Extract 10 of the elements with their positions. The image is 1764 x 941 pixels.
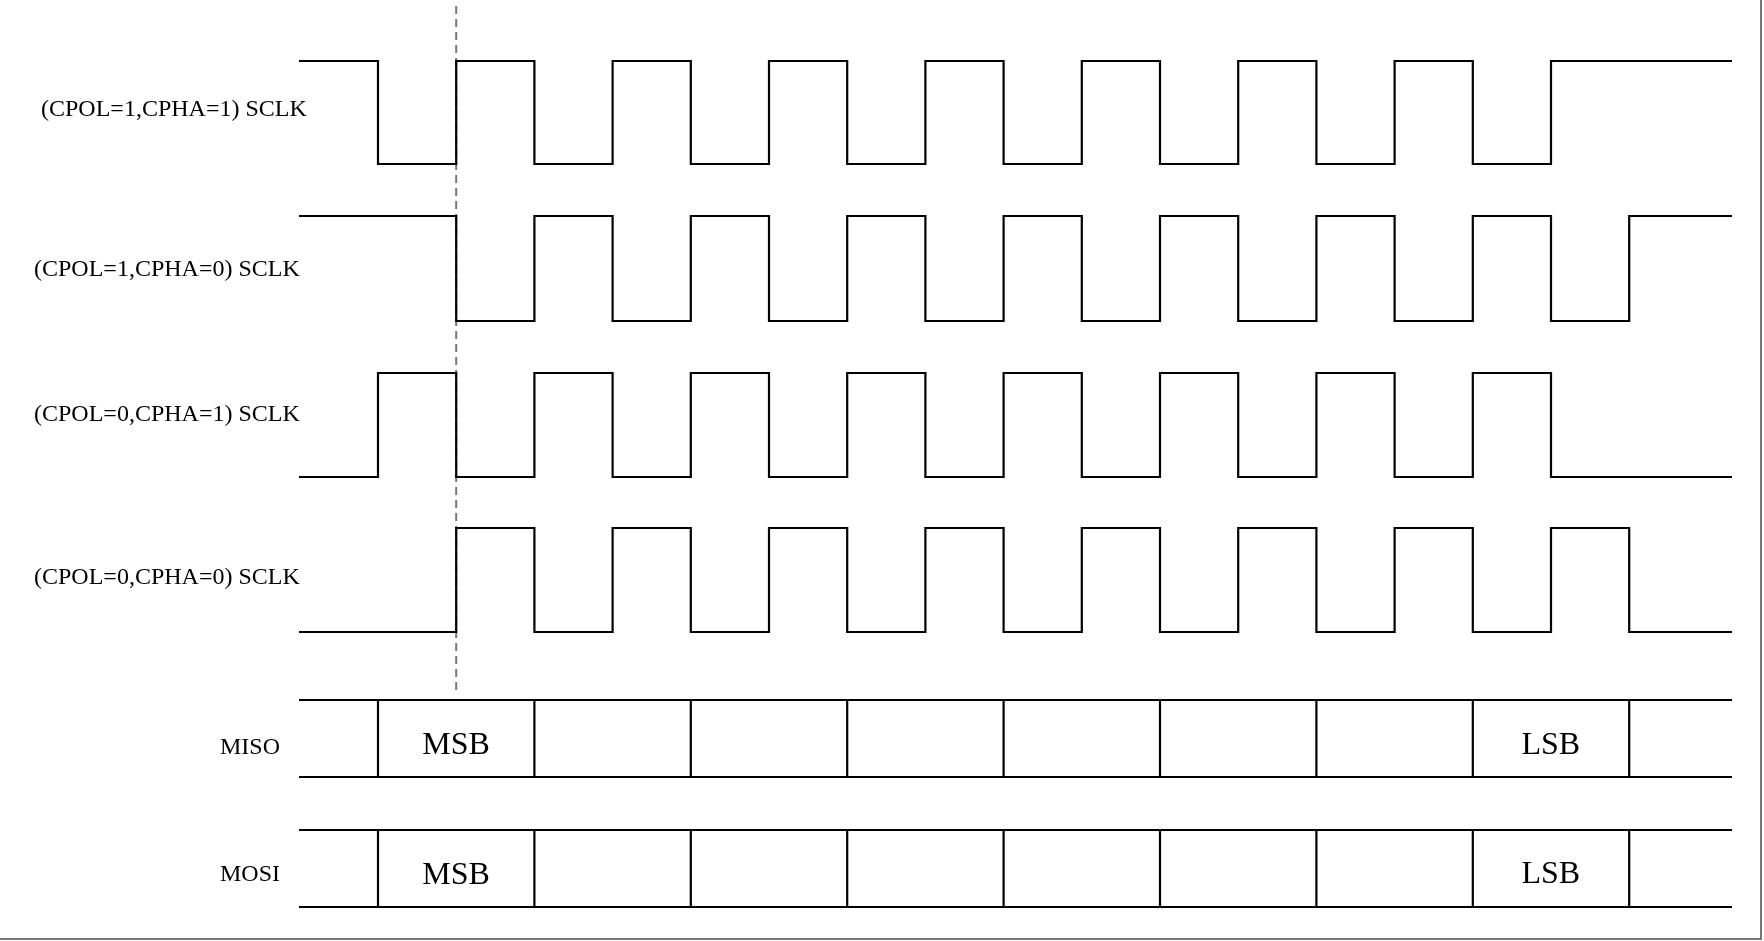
- signal-label: (CPOL=1,CPHA=0) SCLK: [34, 256, 300, 280]
- bit-label: MSB: [422, 857, 490, 889]
- bit-label: MSB: [422, 727, 490, 759]
- signal-label: MOSI: [220, 861, 280, 885]
- bit-label: LSB: [1521, 856, 1581, 888]
- signal-label: (CPOL=0,CPHA=0) SCLK: [34, 564, 300, 588]
- signal-label: (CPOL=0,CPHA=1) SCLK: [34, 401, 300, 425]
- bit-label: LSB: [1521, 727, 1581, 759]
- signal-label: (CPOL=1,CPHA=1) SCLK: [41, 96, 307, 120]
- signal-label: MISO: [220, 734, 280, 758]
